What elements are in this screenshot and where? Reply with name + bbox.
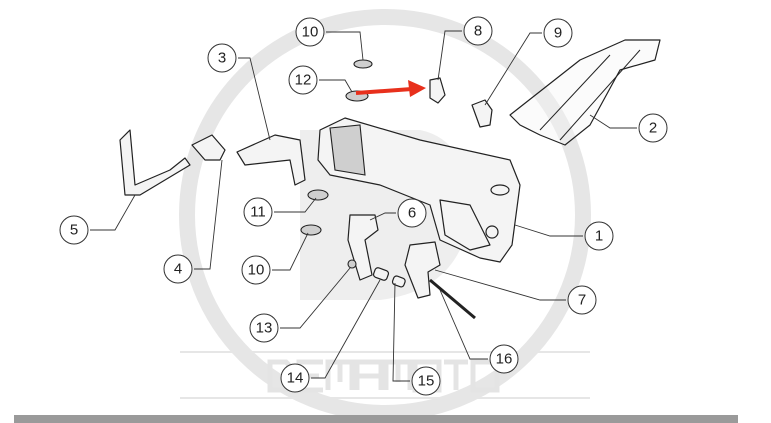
callout-2: 2	[638, 113, 668, 143]
bolt-16-part[interactable]	[429, 278, 476, 320]
bushing-10-top-part[interactable]	[353, 59, 373, 69]
svg-text:12: 12	[295, 72, 312, 89]
svg-text:15: 15	[418, 373, 435, 390]
callout-10-bottom: 10	[241, 255, 271, 285]
spacer-14-part[interactable]	[372, 267, 390, 281]
svg-text:11: 11	[250, 204, 266, 221]
svg-text:8: 8	[474, 23, 482, 40]
callout-6: 6	[397, 198, 427, 228]
bracket-7-part[interactable]	[404, 241, 441, 299]
callout-12: 12	[288, 65, 318, 95]
svg-text:14: 14	[287, 370, 304, 387]
callout-14: 14	[280, 363, 310, 393]
svg-text:1: 1	[595, 228, 603, 245]
svg-text:6: 6	[408, 205, 416, 222]
callout-11: 11	[243, 197, 273, 227]
callout-1: 1	[584, 221, 614, 251]
spacer-15-part[interactable]	[391, 275, 406, 288]
bottom-bar	[14, 415, 738, 423]
svg-text:9: 9	[554, 25, 562, 42]
callout-16: 16	[489, 344, 519, 374]
rear-subframe-part[interactable]	[509, 39, 661, 146]
callout-8: 8	[463, 16, 493, 46]
callout-9: 9	[543, 18, 573, 48]
svg-text:7: 7	[578, 292, 586, 309]
plate-4-part[interactable]	[191, 134, 226, 161]
callout-15: 15	[411, 366, 441, 396]
svg-text:4: 4	[174, 261, 182, 278]
bracket-8-part[interactable]	[429, 77, 446, 104]
bracket-3-part[interactable]	[236, 134, 306, 186]
callout-10-top: 10	[295, 17, 325, 47]
watermark-logo	[179, 9, 591, 421]
bushing-10-bottom-part[interactable]	[300, 224, 322, 236]
callout-4: 4	[163, 254, 193, 284]
svg-text:3: 3	[218, 50, 226, 67]
svg-text:16: 16	[496, 351, 513, 368]
callout-13: 13	[249, 313, 279, 343]
bushing-11-part[interactable]	[307, 189, 329, 201]
callout-7: 7	[567, 285, 597, 315]
svg-text:13: 13	[256, 320, 273, 337]
nut-13-part[interactable]	[347, 259, 357, 269]
leader-lines	[90, 30, 637, 382]
callout-5: 5	[59, 215, 89, 245]
highlight-arrow	[355, 80, 426, 97]
svg-text:10: 10	[248, 262, 265, 279]
main-frame-part[interactable]	[317, 117, 521, 263]
grab-handle-5-part[interactable]	[119, 129, 191, 196]
bracket-9-part[interactable]	[471, 99, 493, 128]
svg-text:5: 5	[70, 222, 78, 239]
svg-text:10: 10	[302, 24, 319, 41]
svg-text:2: 2	[649, 120, 657, 137]
callout-3: 3	[207, 43, 237, 73]
